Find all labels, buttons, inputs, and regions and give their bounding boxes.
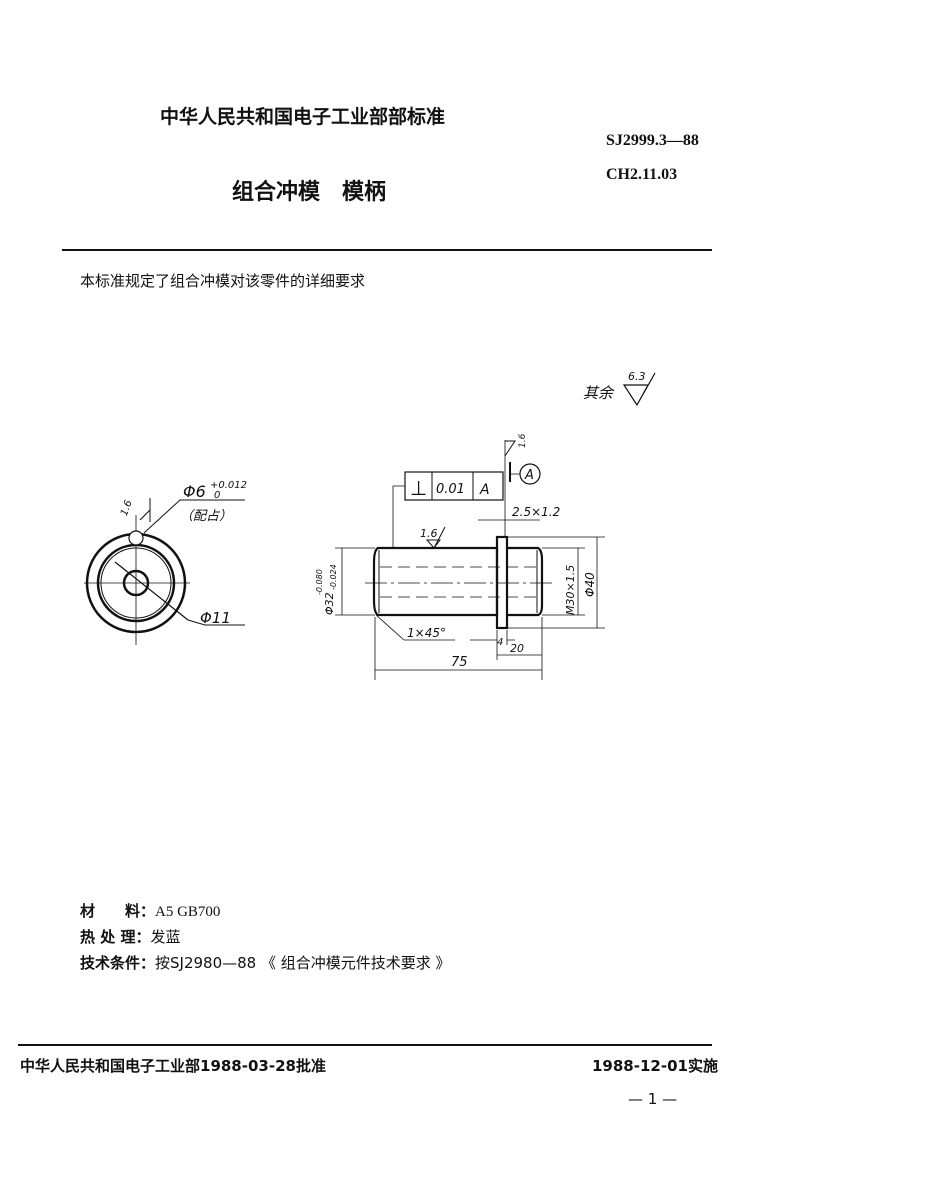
tolerance-value: 0.01 [436, 482, 465, 497]
hole-tolerance-lower: 0 [214, 490, 220, 501]
total-length: 75 [451, 655, 468, 670]
spec-technical-conditions: 技术条件：按SJ2980—88 《 组合冲模元件技术要求 》 [80, 954, 451, 972]
spec-material: 材 料：A5 GB700 [80, 902, 221, 920]
shank-diameter: Φ32 [323, 592, 336, 615]
top-roughness: 1.6 [518, 433, 528, 448]
side-view [335, 440, 605, 680]
thread-dimension: M30×1.5 [564, 565, 577, 615]
standard-code: SJ2999.3—88 [606, 132, 699, 149]
issuer-title: 中华人民共和国电子工业部部标准 [160, 106, 446, 128]
header-divider [62, 249, 712, 251]
approval-date: 中华人民共和国电子工业部1988-03-28批准 [20, 1057, 326, 1075]
hole-note: （配占） [180, 508, 232, 524]
shank-tolerance-upper: -0.080 [315, 569, 324, 595]
hole-tolerance-upper: +0.012 [210, 480, 247, 491]
page-number: — 1 — [628, 1090, 678, 1108]
spec-heat-treatment: 热 处 理：发蓝 [80, 928, 181, 946]
roughness-symbol-icon [622, 372, 656, 407]
surface-remark-value: 6.3 [628, 370, 646, 383]
effective-date: 1988-12-01实施 [592, 1057, 718, 1075]
chamfer-dimension: 1×45° [407, 626, 446, 640]
shank-tolerance-lower: -0.024 [329, 564, 338, 590]
undercut-dimension: 2.5×1.2 [512, 505, 560, 519]
front-view [84, 498, 245, 645]
thread-length: 20 [510, 642, 524, 655]
shank-roughness: 1.6 [420, 527, 438, 540]
hole-diameter: Φ6 [183, 482, 206, 501]
flange-thickness: 4 [497, 637, 503, 648]
page-title: 组合冲模 模柄 [232, 180, 387, 205]
surface-remark-label: 其余 [583, 384, 615, 402]
datum-label: A [524, 468, 534, 483]
flange-diameter: Φ40 [583, 572, 597, 597]
footer-divider [18, 1044, 712, 1046]
classification-code: CH2.11.03 [606, 166, 678, 183]
front-roughness: 1.6 [119, 499, 135, 518]
intro-text: 本标准规定了组合冲模对该零件的详细要求 [80, 272, 366, 290]
circle-diameter: Φ11 [200, 609, 231, 627]
perpendicularity-symbol-icon: ⊥ [410, 476, 427, 500]
tolerance-datum: A [479, 482, 490, 498]
